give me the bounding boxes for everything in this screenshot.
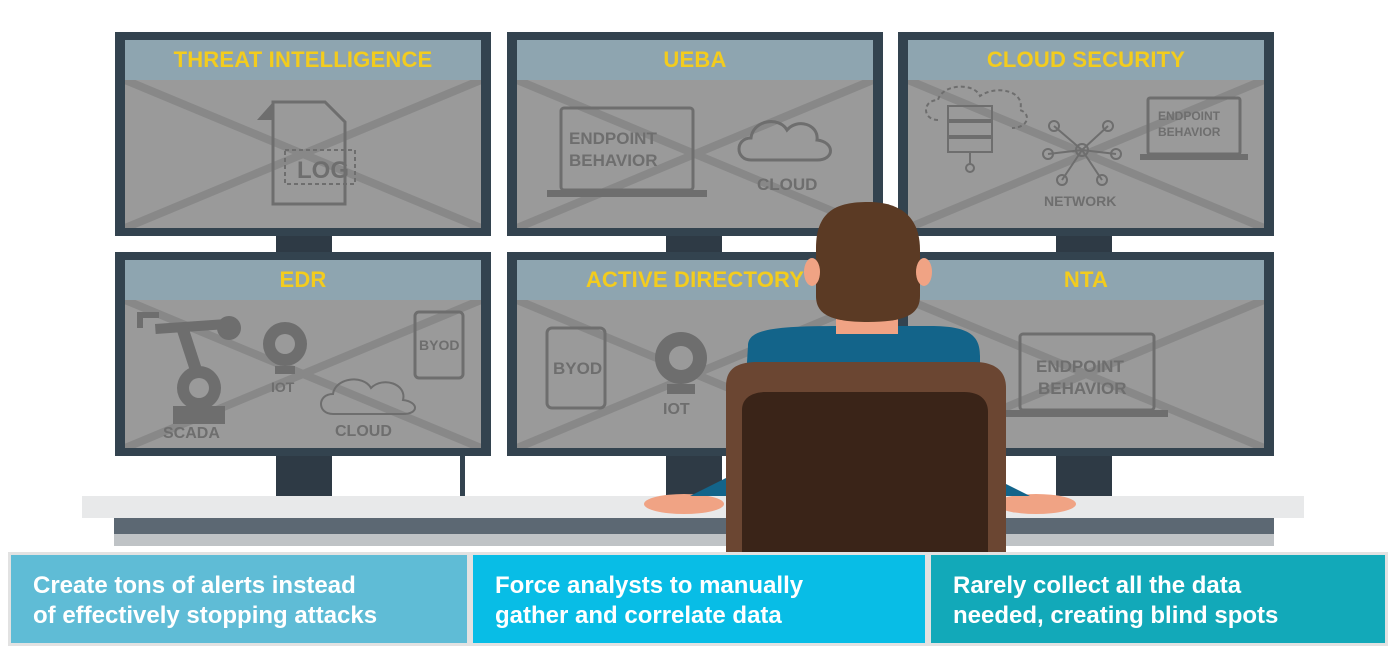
head-hair: [816, 202, 920, 322]
monitor-stand: [276, 454, 332, 496]
cable: [460, 452, 465, 496]
icon-label: ENDPOINT: [1036, 357, 1124, 376]
analyst-illustration: [644, 202, 1076, 556]
cloud-icon: [320, 378, 416, 415]
caption-line: Force analysts to manually: [495, 572, 804, 599]
tablet-icon: [413, 310, 465, 380]
right-hand: [996, 494, 1076, 514]
icon-label: IOT: [271, 379, 295, 395]
icon-label: BYOD: [419, 337, 459, 353]
icon-label: BEHAVIOR: [569, 151, 657, 170]
monitor-cloud-security: CLOUD SECURITY NETWORK END: [898, 32, 1274, 236]
icon-label: CLOUD: [335, 423, 392, 440]
server-network-icon: NETWORK ENDPOINT BEHAVIOR: [925, 85, 1248, 209]
caption-line: Rarely collect all the data: [953, 572, 1242, 599]
caption-line: of effectively stopping attacks: [33, 602, 378, 629]
webcam-icon: [263, 322, 307, 374]
icon-label: NETWORK: [1044, 193, 1116, 209]
cloud-icon: [737, 120, 832, 162]
icon-label: SCADA: [163, 425, 220, 442]
caption-manual: Force analysts to manually gather and co…: [470, 552, 928, 646]
laptop-icon: ENDPOINT BEHAVIOR: [1006, 332, 1168, 417]
icon-label: BYOD: [553, 359, 602, 378]
screen: EDR IOT BYOD CLOUD: [125, 260, 481, 448]
placeholder-cross: [517, 80, 873, 228]
monitor-ueba: UEBA ENDPOINT BEHAVIOR CLOUD: [507, 32, 883, 236]
log-file-icon: LOG: [257, 100, 356, 206]
icon-label: BEHAVIOR: [1158, 125, 1221, 139]
caption-line: gather and correlate data: [495, 602, 782, 629]
monitor-stand: [666, 234, 722, 252]
monitor-stand: [1056, 454, 1112, 496]
caption-blind-spots: Rarely collect all the data needed, crea…: [928, 552, 1388, 646]
icon-label: ENDPOINT: [569, 129, 657, 148]
icon-label: ENDPOINT: [1158, 109, 1221, 123]
edr-icons: IOT BYOD CLOUD SCADA: [137, 310, 465, 442]
caption-alerts: Create tons of alerts instead of effecti…: [8, 552, 470, 646]
placeholder-cross: [125, 80, 481, 228]
screen-title: THREAT INTELLIGENCE: [125, 40, 481, 80]
monitor-stand: [276, 234, 332, 252]
network-icon: [1042, 120, 1122, 186]
monitor-stand: [1056, 234, 1112, 252]
caption-line: needed, creating blind spots: [953, 602, 1279, 629]
icon-label: LOG: [297, 157, 349, 184]
left-hand: [644, 494, 724, 514]
ad-icons: BYOD IOT: [545, 326, 707, 418]
monitor-edr: EDR IOT BYOD CLOUD: [115, 252, 491, 456]
laptop-icon: ENDPOINT BEHAVIOR CLOUD: [547, 106, 832, 197]
screen: UEBA ENDPOINT BEHAVIOR CLOUD: [517, 40, 873, 228]
webcam-icon: [655, 332, 707, 394]
screen-title: NTA: [908, 260, 1264, 300]
monitor-threat-intelligence: THREAT INTELLIGENCE LOG: [115, 32, 491, 236]
screen: CLOUD SECURITY NETWORK END: [908, 40, 1264, 228]
icon-label: CLOUD: [757, 175, 817, 194]
tablet-icon: [545, 326, 607, 410]
robot-arm-icon: [137, 312, 241, 424]
icon-label: IOT: [663, 401, 690, 418]
screen: THREAT INTELLIGENCE LOG: [125, 40, 481, 228]
chair-cushion: [742, 392, 988, 556]
screen-title: EDR: [125, 260, 481, 300]
icon-label: BEHAVIOR: [1038, 379, 1126, 398]
screen-title: UEBA: [517, 40, 873, 80]
caption-line: Create tons of alerts instead: [33, 572, 356, 599]
screen-title: CLOUD SECURITY: [908, 40, 1264, 80]
